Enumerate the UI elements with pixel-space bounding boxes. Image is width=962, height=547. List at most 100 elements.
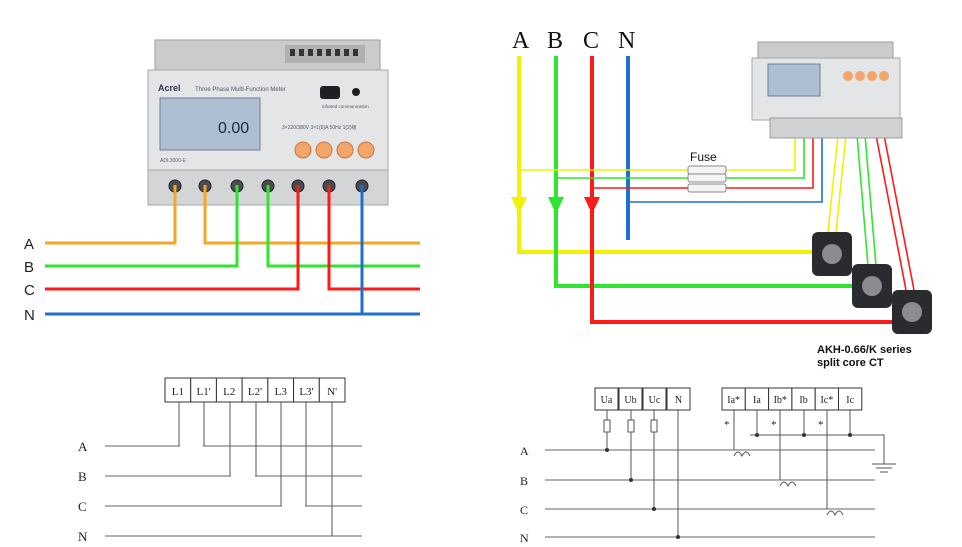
fuse-label: Fuse (690, 150, 717, 164)
voltage-terminal-label: Uc (649, 395, 661, 406)
wire-b-out (266, 185, 420, 268)
ct-b-wire-2 (864, 134, 877, 267)
ct-c (892, 290, 932, 334)
right-sch-label-b: B (520, 474, 528, 488)
ct-c-hole (902, 302, 922, 322)
wire-c-out (327, 185, 420, 291)
meter2-button-1[interactable] (843, 71, 853, 81)
wire-b-in (45, 185, 239, 268)
bus-a-load (517, 214, 815, 254)
bus-a-arrow (511, 197, 527, 214)
fuse-ua (603, 419, 611, 433)
left-sch-label-n: N (78, 529, 88, 544)
right-wiring: A B C N Fuse (511, 28, 932, 369)
node-ib (802, 433, 806, 437)
fuse-uc (650, 419, 658, 433)
meter-top-pin (353, 49, 358, 56)
ct-c-wire-2 (883, 134, 915, 291)
common-return (750, 434, 885, 464)
tap-c (592, 135, 814, 189)
meter-model-code: ADL3000-E (160, 158, 187, 164)
meter-buttons (294, 141, 375, 159)
break-b (231, 473, 255, 479)
bus-c-load (590, 214, 895, 324)
meter-top-pin (308, 49, 313, 56)
meter-button-1[interactable] (294, 141, 312, 159)
meter-lcd (159, 97, 261, 151)
terminal-cell (215, 377, 243, 403)
terminal-label: L3' (299, 386, 313, 398)
meter-infrared-text: infrared communication (322, 104, 369, 109)
current-terminal-label: Ia (753, 395, 761, 406)
meter-brand: Acrel (158, 83, 181, 93)
right-label-b: B (547, 28, 563, 54)
star-mark-c: * (818, 419, 824, 431)
terminal-label: L1 (172, 386, 184, 398)
right-label-a: A (512, 28, 530, 54)
right-sch-label-n: N (520, 531, 529, 545)
right-label-c: C (583, 28, 599, 54)
terminal-label: L2 (223, 386, 235, 398)
meter-spec-text: 3×220/380V 3×1(6)A 50Hz 1(2)级 (282, 124, 357, 131)
left-label-a: A (24, 236, 34, 253)
meter-photo-right (751, 41, 903, 139)
meter-photo-left: Acrel Three Phase Multi-Function Meter 0… (147, 39, 389, 206)
meter-infrared-port (320, 86, 340, 99)
meter2-button-2[interactable] (855, 71, 865, 81)
left-sch-label-c: C (78, 499, 87, 514)
break-a (180, 443, 203, 449)
tap-a (519, 135, 796, 171)
current-terminal-label: Ib (799, 395, 807, 406)
bus-b-load (554, 214, 855, 288)
ct-label-line2: split core CT (817, 357, 884, 369)
meter-button-2[interactable] (315, 141, 333, 159)
wire-a-in (45, 185, 177, 245)
ct-a-wire-2 (835, 134, 847, 233)
ct-b-wire-1 (856, 134, 869, 267)
left-wiring: A B C N (24, 185, 420, 324)
fuse-ub (627, 419, 635, 433)
terminal-label: L3 (275, 386, 288, 398)
tap-b (556, 135, 805, 179)
terminal-label: N' (327, 386, 337, 398)
meter-top-pin (299, 49, 304, 56)
star-mark-a: * (724, 419, 730, 431)
ct-b (852, 264, 892, 308)
meter2-button-3[interactable] (867, 71, 877, 81)
meter2-lcd (767, 63, 821, 97)
ct-a-wire-1 (827, 134, 839, 233)
fuse-b (687, 173, 727, 183)
ct-a (812, 232, 852, 276)
left-label-c: C (24, 282, 35, 299)
node-ia (755, 433, 759, 437)
current-terminal-label: Ia* (727, 395, 740, 406)
right-sch-label-a: A (520, 444, 529, 458)
meter-top-pin (344, 49, 349, 56)
meter2-terminals (769, 117, 903, 139)
ct-coil-a (733, 451, 751, 458)
meter-button-3[interactable] (336, 141, 354, 159)
left-label-b: B (24, 259, 34, 276)
meter-top-pin (317, 49, 322, 56)
fuse-c (687, 183, 727, 193)
meter2-button-4[interactable] (879, 71, 889, 81)
wire-a-out (203, 185, 420, 245)
meter-button-4[interactable] (357, 141, 375, 159)
voltage-terminal-label: Ub (624, 395, 636, 406)
meter-lcd-value: 0.00 (218, 120, 249, 137)
node-uc (652, 507, 656, 511)
meter-top-pin (335, 49, 340, 56)
node-un (676, 535, 680, 539)
node-ua (605, 448, 609, 452)
voltage-terminal-label: N (675, 395, 682, 406)
right-label-n: N (618, 28, 635, 54)
tap-n (628, 135, 823, 203)
ct-label-line1: AKH-0.66/K series (817, 344, 912, 356)
current-terminal-label: Ic* (820, 395, 833, 406)
